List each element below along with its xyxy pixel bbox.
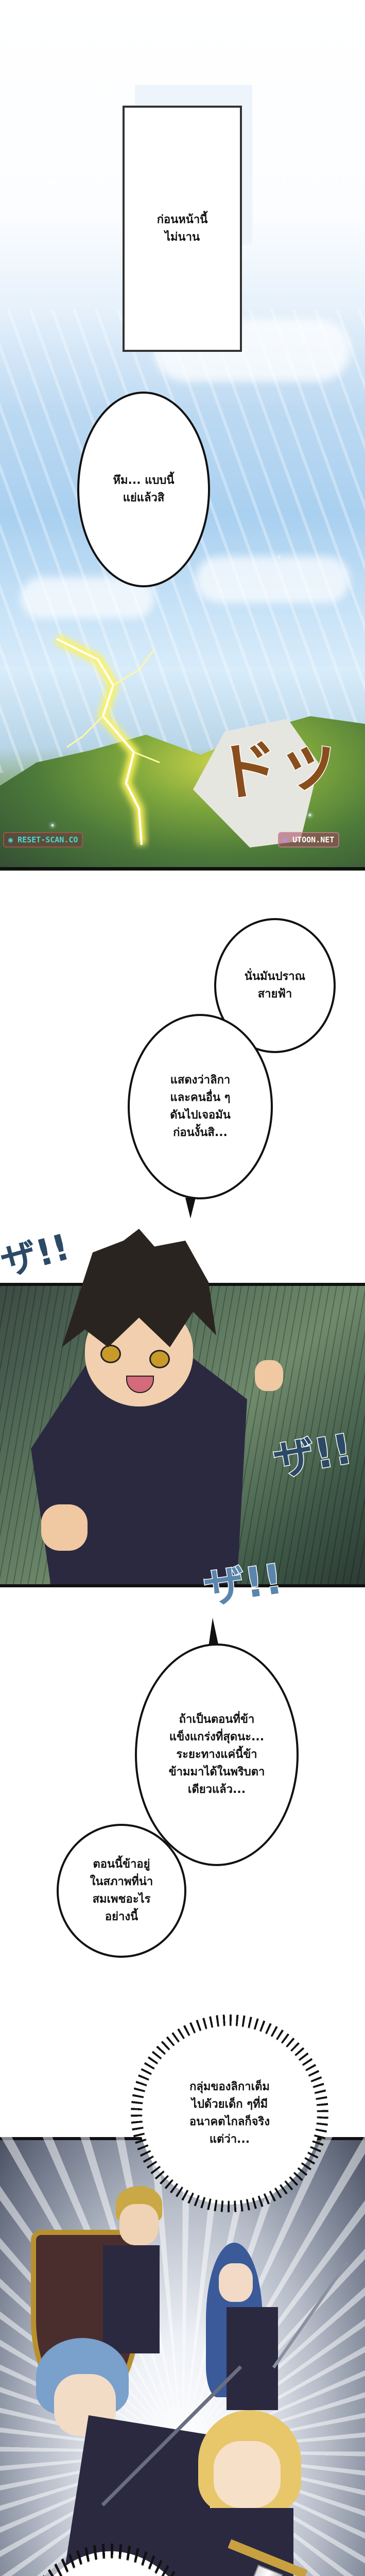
fist [41,1504,88,1551]
character-eye [149,1350,170,1368]
sfx-text: ザ!! [200,1554,286,1614]
fist [255,1360,283,1391]
speech-bubble: หึม... แบบนี้ แย่แล้วสิ [77,392,210,587]
panel-border [0,867,365,870]
sparkle [309,814,311,816]
thought-bubble-spiky: กลุ่มของลิกาเต็ม ไปด้วยเด็ก ๆที่มี อนาคต… [140,2024,319,2203]
cloud [196,556,350,603]
character-blond-boy-face [119,2204,159,2245]
speech-text: แสดงว่าลิกา และคนอื่น ๆ ดันไปเจอมัน ก่อน… [170,1073,231,1140]
bubble-tail [185,1198,196,1218]
panel-border [0,1584,365,1587]
watermark-logo-icon: ◉ [8,835,13,844]
character-blue-hair-girl-face [219,2263,253,2302]
speech-bubble: ถ้าเป็นตอนที่ข้า แข็งแกร่งที่สุดนะ... ระ… [135,1643,299,1866]
speech-bubble: แสดงว่าลิกา และคนอื่น ๆ ดันไปเจอมัน ก่อน… [128,1014,273,1199]
thought-text: กลุ่มของลิกาเต็ม ไปด้วยเด็ก ๆที่มี อนาคต… [189,2080,270,2146]
character-uniform [103,2245,160,2353]
speech-text: ตอนนี้ข้าอยู่ ในสภาพที่น่า สมเพชอะไร อย่… [90,1857,153,1924]
watermark-utoon: ◐ UTOON.NET [278,832,340,848]
speech-text: ถ้าเป็นตอนที่ข้า แข็งแกร่งที่สุดนะ... ระ… [168,1713,265,1797]
sky-panel: ก่อนหน้านี้ ไม่นาน หึม... แบบนี้ แย่แล้ว… [0,0,365,871]
sfx-text: ドッ [212,722,346,811]
speech-text: หึม... แบบนี้ แย่แล้วสิ [113,473,175,504]
group-panel [0,2137,365,2576]
sfx-text: ザ!! [0,1225,75,1285]
watermark-reset-scan: ◉ RESET-SCAN.CO [3,832,83,848]
narration-text: ก่อนหน้านี้ ไม่นาน [157,213,208,244]
lightning-bolt-icon [54,634,160,845]
watermark-logo-icon: ◐ [283,835,288,844]
character-blonde-girl-face [214,2441,281,2508]
character-eye [100,1345,121,1363]
sparkle [51,824,54,826]
narration-box: ก่อนหน้านี้ ไม่นาน [123,106,242,352]
speech-text: นั่นมันปราณ สายฟ้า [244,970,306,1001]
sparkle [278,556,280,558]
bubble-tail [208,1618,219,1647]
character-uniform [227,2307,278,2410]
speech-bubble: ตอนนี้ข้าอยู่ ในสภาพที่น่า สมเพชอะไร อย่… [57,1824,186,1958]
